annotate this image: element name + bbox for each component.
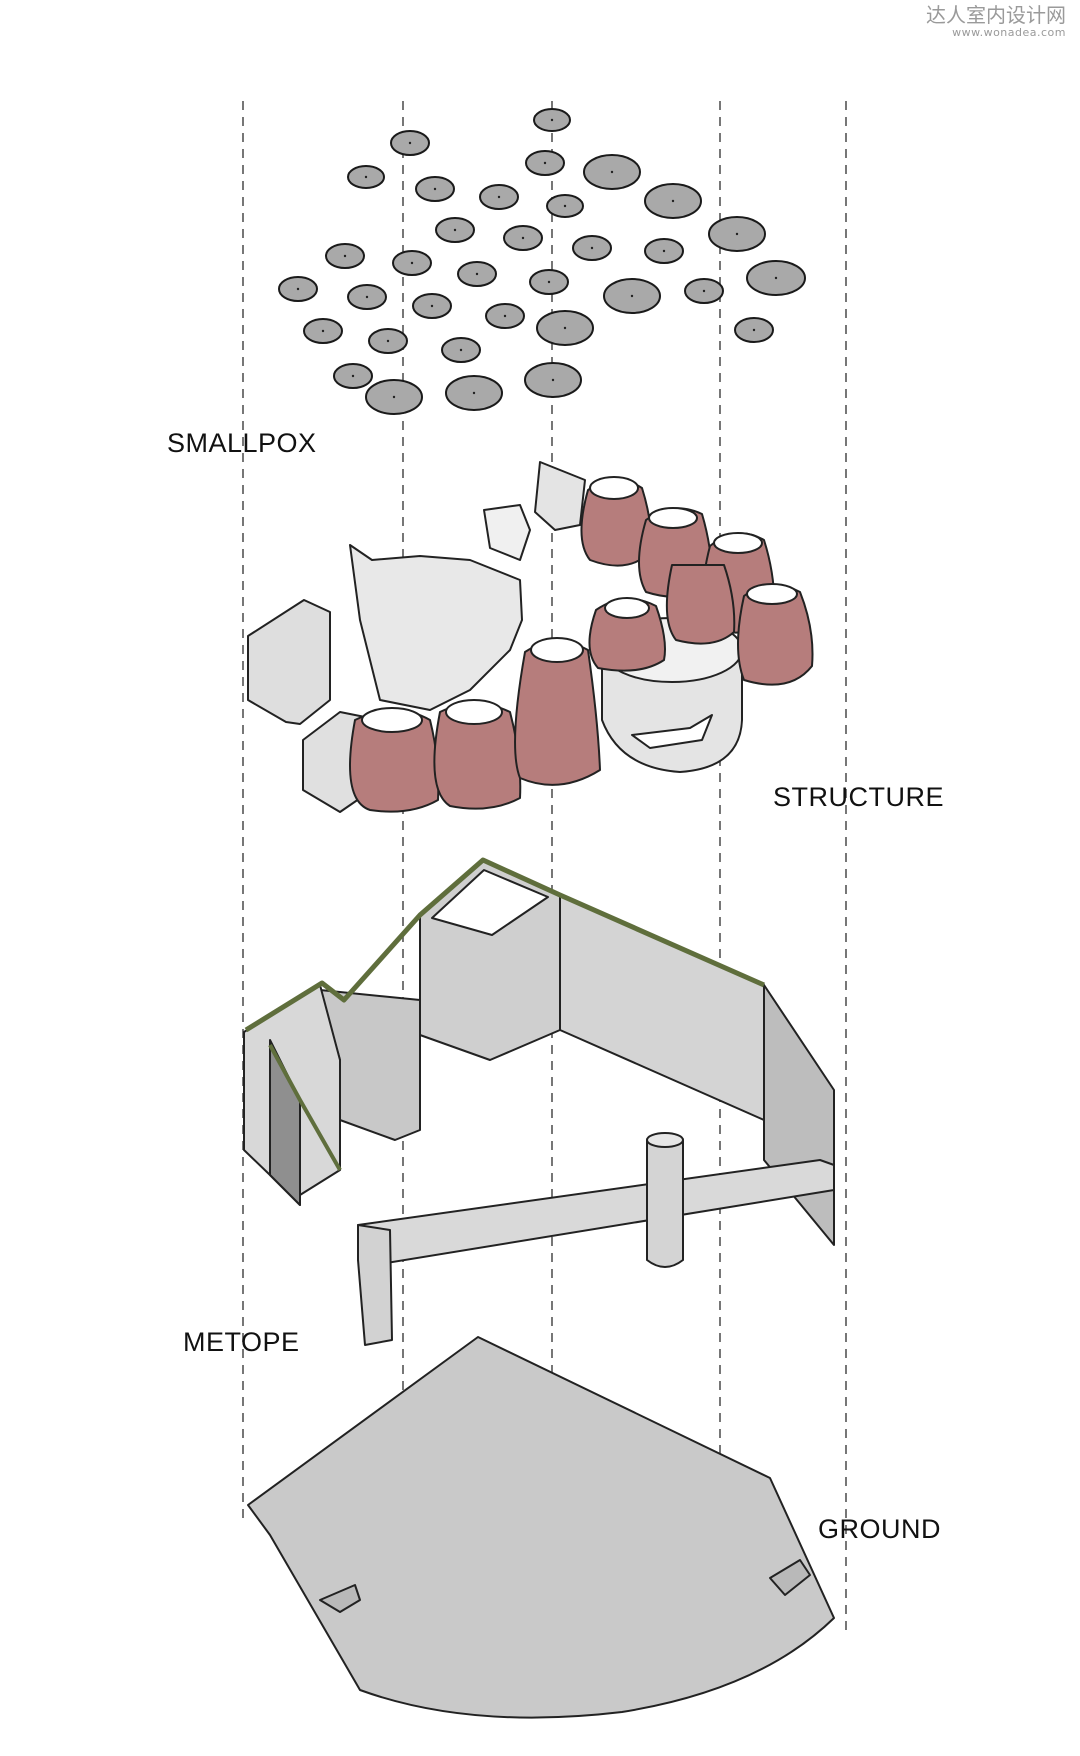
cone-opening bbox=[445, 699, 503, 725]
cone-opening bbox=[648, 507, 698, 529]
ceiling-disc-center bbox=[386, 339, 390, 343]
ceiling-disc-center bbox=[343, 254, 347, 258]
wall-column bbox=[646, 1139, 684, 1268]
ceiling-disc-center bbox=[702, 289, 706, 293]
ground-ramp bbox=[319, 1584, 361, 1613]
ceiling-disc-center bbox=[662, 249, 666, 253]
ceiling-disc-center bbox=[296, 287, 300, 291]
ceiling-disc-center bbox=[547, 280, 551, 284]
ceiling-disc-center bbox=[321, 329, 325, 333]
pink-cone bbox=[665, 564, 736, 645]
ceiling-disc-center bbox=[774, 276, 778, 280]
ceiling-disc-center bbox=[563, 326, 567, 330]
ceiling-disc-center bbox=[551, 378, 555, 382]
layer-label-smallpox: SMALLPOX bbox=[167, 428, 317, 458]
structure-cylinder-opening bbox=[631, 714, 713, 749]
ceiling-disc-center bbox=[590, 246, 594, 250]
cone-opening bbox=[746, 583, 798, 605]
cone-opening bbox=[589, 476, 639, 500]
ceiling-disc-center bbox=[752, 328, 756, 332]
metope-layer bbox=[243, 857, 835, 1346]
cone-opening bbox=[361, 707, 423, 733]
structure-cylinder bbox=[601, 654, 743, 773]
watermark-url: www.wonadea.com bbox=[952, 26, 1066, 39]
ceiling-disc-center bbox=[497, 195, 501, 199]
wall-column-top bbox=[646, 1132, 684, 1148]
ground-slab bbox=[247, 1336, 835, 1719]
ceiling-disc-center bbox=[610, 170, 614, 174]
ground-ramp bbox=[769, 1559, 811, 1596]
wall-tower-top bbox=[431, 869, 549, 936]
ceiling-disc-center bbox=[430, 304, 434, 308]
ceiling-disc-center bbox=[521, 236, 525, 240]
ceiling-disc-center bbox=[472, 391, 476, 395]
watermark-name: 达人室内设计网 bbox=[926, 3, 1066, 27]
ceiling-disc-center bbox=[392, 395, 396, 399]
structure-block bbox=[483, 504, 531, 561]
ceiling-disc-center bbox=[503, 314, 507, 318]
structure-block bbox=[349, 544, 523, 711]
structure-block bbox=[247, 599, 331, 725]
wall-back-right bbox=[559, 894, 765, 1121]
cone-opening bbox=[713, 532, 763, 554]
layer-label-metope: METOPE bbox=[183, 1327, 300, 1357]
layer-label-ground: GROUND bbox=[818, 1514, 941, 1544]
ceiling-disc-center bbox=[433, 187, 437, 191]
structure-cones bbox=[349, 478, 814, 813]
wall-front-beam bbox=[357, 1159, 835, 1266]
ceiling-disc-center bbox=[735, 232, 739, 236]
ground-layer bbox=[247, 1336, 835, 1719]
cone-openings bbox=[361, 476, 798, 733]
wall-cap bbox=[244, 857, 766, 1033]
wall-cap bbox=[268, 1044, 342, 1171]
ceiling-disc-center bbox=[475, 272, 479, 276]
wall-front-post bbox=[357, 1224, 393, 1346]
ceiling-disc-center bbox=[410, 261, 414, 265]
ceiling-disc-center bbox=[365, 295, 369, 299]
structure-block bbox=[534, 461, 586, 531]
ceiling-disc-center bbox=[453, 228, 457, 232]
watermark: 达人室内设计网 www.wonadea.com bbox=[926, 4, 1066, 39]
structure-layer bbox=[247, 461, 814, 813]
ceiling-disc-center bbox=[351, 374, 355, 378]
ceiling-disc-center bbox=[671, 199, 675, 203]
cone-opening bbox=[530, 637, 584, 663]
ceiling-disc-center bbox=[543, 161, 547, 165]
smallpox-layer bbox=[278, 108, 806, 415]
ceiling-disc-center bbox=[563, 204, 567, 208]
layer-label-structure: STRUCTURE bbox=[773, 782, 944, 812]
ceiling-disc-center bbox=[364, 175, 368, 179]
ceiling-disc-center bbox=[459, 348, 463, 352]
ceiling-disc-center bbox=[550, 118, 554, 122]
ceiling-disc-center bbox=[630, 294, 634, 298]
wall-right bbox=[763, 984, 835, 1246]
ceiling-disc-center bbox=[408, 141, 412, 145]
cone-opening bbox=[604, 597, 650, 619]
